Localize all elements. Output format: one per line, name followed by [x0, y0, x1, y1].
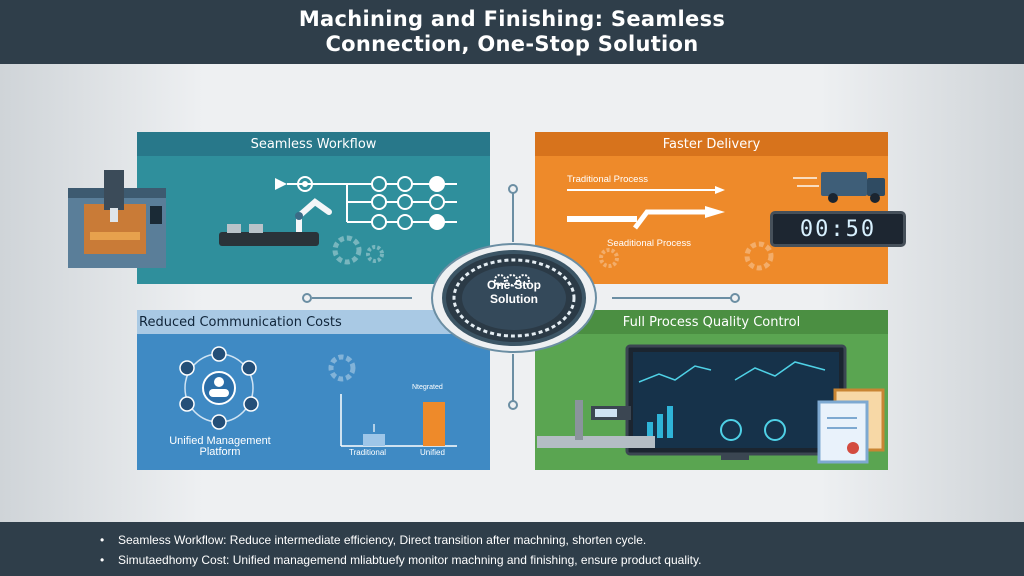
quality-illustration — [537, 344, 885, 464]
panel-title: Reduced Communication Costs — [137, 310, 490, 334]
gear-icon — [328, 354, 356, 382]
footer-bullet: Simutaedhomy Cost: Unified managemend ml… — [100, 550, 1024, 570]
traditional-process-label: Traditional Process — [567, 174, 648, 185]
gear-icon — [494, 274, 530, 286]
timer-display: 00:50 — [770, 211, 906, 247]
conveyor-icon — [219, 224, 319, 246]
connector-dot-bottom — [508, 400, 518, 410]
gear-icon — [599, 241, 774, 271]
one-stop-hub: One-Stop Solution — [430, 242, 598, 354]
panel-faster-delivery: Faster Delivery Traditional Process Sead… — [535, 132, 888, 284]
header-bar: Machining and Finishing: Seamless Connec… — [0, 0, 1024, 64]
certificate-icon — [817, 388, 885, 464]
arrow-long-icon — [567, 186, 725, 194]
connector-dot-left — [302, 293, 312, 303]
people-icon — [179, 346, 259, 430]
platform-label: Unified Management Platform — [169, 435, 271, 458]
hub-ring-graphic — [431, 243, 597, 353]
bar-top-label: Ntegrated — [412, 384, 443, 391]
page-title: Machining and Finishing: Seamless Connec… — [299, 7, 725, 57]
connector-dot-top — [508, 184, 518, 194]
seaditional-process-label: Seaditional Process — [607, 238, 691, 249]
panel-quality-control: Full Process Quality Control — [535, 310, 888, 470]
footer-bar: Seamless Workflow: Reduce intermediate e… — [0, 522, 1024, 576]
communication-illustration — [179, 346, 457, 447]
workflow-illustration — [219, 176, 457, 265]
arrow-short-icon — [567, 206, 725, 230]
title-line-2: Connection, One-Stop Solution — [325, 32, 699, 56]
panel-reduced-costs: Reduced Communication Costs Unified Mana… — [137, 310, 490, 470]
bar-label-traditional: Traditional — [349, 448, 387, 457]
footer-bullet: Seamless Workflow: Reduce intermediate e… — [100, 530, 1024, 550]
truck-icon — [793, 172, 885, 203]
workflow-flowchart-icon — [275, 176, 457, 230]
connector-right — [612, 297, 732, 299]
connector-left — [312, 297, 412, 299]
title-line-1: Machining and Finishing: Seamless — [298, 7, 726, 31]
delivery-illustration — [567, 172, 885, 271]
cost-bar-chart-icon — [340, 394, 457, 447]
gear-icon — [332, 235, 384, 265]
footer-bullets: Seamless Workflow: Reduce intermediate e… — [100, 530, 1024, 570]
cnc-machine-icon — [68, 170, 166, 268]
panel-title: Full Process Quality Control — [535, 310, 888, 334]
panel-title: Seamless Workflow — [137, 132, 490, 156]
panel-seamless-workflow: Seamless Workflow — [137, 132, 490, 284]
connector-top — [512, 192, 514, 242]
monitor-icon — [625, 344, 847, 460]
hub-label: One-Stop Solution — [487, 278, 541, 306]
bar-label-unified: Unified — [420, 448, 445, 457]
connector-bottom — [512, 354, 514, 404]
caliper-icon — [537, 400, 655, 448]
panel-title: Faster Delivery — [535, 132, 888, 156]
connector-dot-right — [730, 293, 740, 303]
